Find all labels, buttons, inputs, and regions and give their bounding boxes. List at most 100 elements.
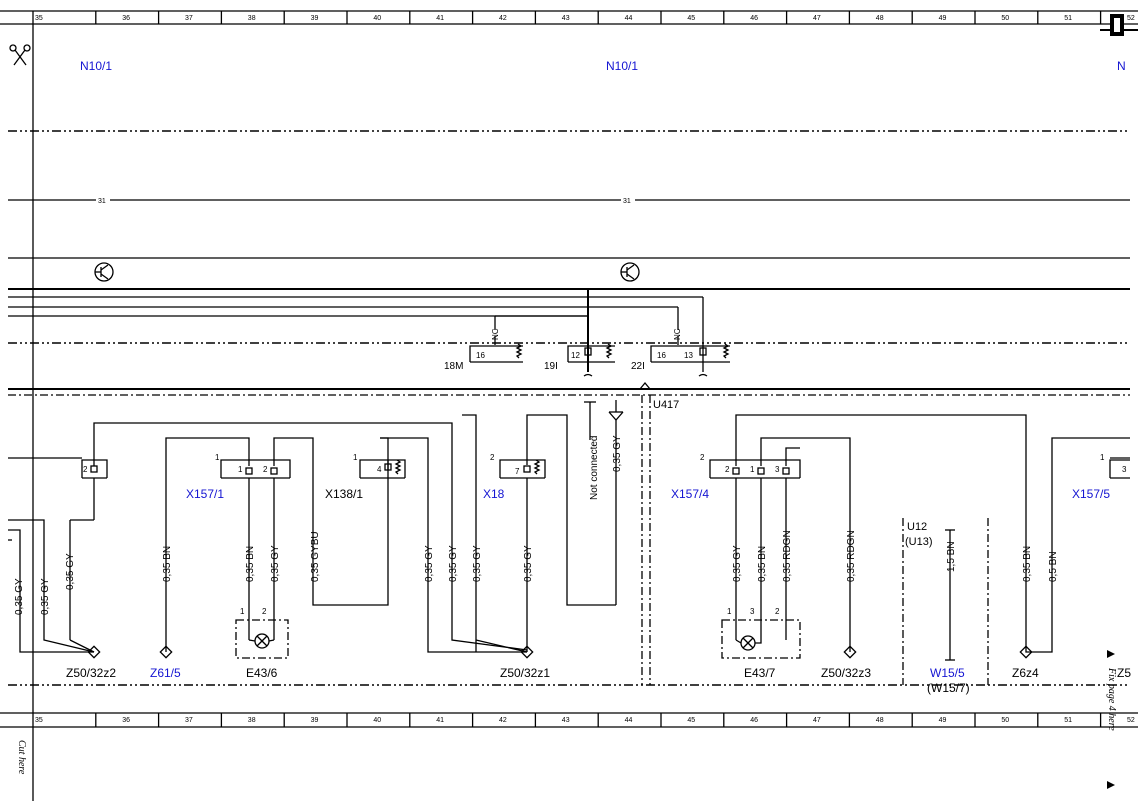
svg-text:1: 1 [240, 607, 245, 616]
x138-1-label: X138/1 [325, 487, 363, 501]
bottom-ruler-number: 39 [311, 717, 319, 724]
arrow-icon-right-top [1107, 650, 1115, 658]
e43-7-label: E43/7 [744, 666, 776, 680]
bottom-ruler-number: 41 [436, 717, 444, 724]
wire-label-bn-b: 0,35 BN [245, 546, 256, 582]
not-connected-stub: Not connected [584, 401, 600, 501]
nc-label-a: NC [491, 328, 500, 340]
top-ruler-number: 51 [1064, 15, 1072, 22]
bottom-ruler-number: 52 [1127, 717, 1135, 724]
w15-5-label: W15/5 [930, 666, 965, 680]
wire-label-bn05: 0,5 BN [1048, 551, 1059, 582]
n10-label-left: N10/1 [80, 59, 112, 73]
wire-label-bn-d: 0,35 BN [1022, 546, 1033, 582]
x18-label: X18 [483, 487, 505, 501]
wire-label-gybu: 0,35 GYBU [310, 531, 321, 582]
bottom-ruler-number: 46 [750, 717, 758, 724]
x138-1-connector: 4 1 [353, 453, 406, 479]
n10-label-mid: N10/1 [606, 59, 638, 73]
ecu-pin-12: 12 [571, 351, 580, 360]
wires-left [8, 414, 528, 653]
splice-z50-32z2 [87, 645, 101, 659]
x157-4-label: X157/4 [671, 487, 709, 501]
wire-label-rdgn-a: 0,35 RDGN [782, 530, 793, 582]
x18-connector: 7 2 [490, 453, 546, 479]
top-ruler-number: 46 [750, 15, 758, 22]
bottom-ruler-number: 43 [562, 717, 570, 724]
z61-5-label: Z61/5 [150, 666, 181, 680]
wire-label-bn15: 1,5 BN [946, 541, 957, 572]
top-ruler-number: 41 [436, 15, 444, 22]
bottom-ruler-number: 38 [248, 717, 256, 724]
u12-label: U12 [907, 521, 927, 533]
nc-label-b: NC [673, 328, 682, 340]
e43-6-label: E43/6 [246, 666, 278, 680]
svg-text:2: 2 [700, 453, 705, 462]
svg-text:2: 2 [263, 465, 268, 474]
ecu-pins: NC NC 16 12 16 13 18M 19I 22I [444, 289, 730, 377]
ecu-label-18m: 18M [444, 361, 463, 372]
wire-label-ground: 0,35 GY [612, 435, 623, 472]
top-ruler-number: 47 [813, 15, 821, 22]
ecu-pin-13: 13 [684, 351, 693, 360]
bottom-ruler-number: 42 [499, 717, 507, 724]
svg-text:1: 1 [727, 607, 732, 616]
svg-text:2: 2 [83, 465, 88, 474]
scissors-icon [9, 44, 31, 66]
bottom-ruler-number: 44 [625, 717, 633, 724]
bottom-ruler-number: 36 [122, 717, 130, 724]
e43-7-lamp: 1 3 2 [721, 607, 801, 659]
svg-text:2: 2 [775, 607, 780, 616]
x157-5-connector: 1 3 [1100, 453, 1130, 479]
ground-wire-31: 31 31 [8, 195, 1130, 205]
top-ruler-number: 37 [185, 15, 193, 22]
svg-text:3: 3 [775, 465, 780, 474]
e43-6-lamp: 1 2 [235, 607, 289, 659]
bottom-ruler-number: 47 [813, 717, 821, 724]
top-ruler-number: 49 [939, 15, 947, 22]
lamp-icon [254, 633, 270, 649]
bottom-ruler-number: 49 [939, 717, 947, 724]
svg-text:2: 2 [490, 453, 495, 462]
transistor-icon-left [94, 262, 114, 282]
splice-z50-32z3 [843, 645, 857, 659]
bus-lines [8, 288, 1130, 390]
z50-32z1-label: Z50/32z1 [500, 666, 550, 680]
n10-label-right: N [1117, 59, 1126, 73]
ecu-pin-16b: 16 [657, 351, 666, 360]
top-ruler-number: 35 [35, 15, 43, 22]
wire-31-label-b: 31 [623, 198, 631, 205]
top-ruler-number: 38 [248, 15, 256, 22]
wire-label-bn-c: 0,35 BN [757, 546, 768, 582]
u13-label: (U13) [905, 536, 933, 548]
wire-label-gy-b: 0,35 GY [40, 578, 51, 615]
svg-text:7: 7 [515, 467, 520, 476]
wire-label-bn-a: 0,35 BN [162, 546, 173, 582]
svg-text:Not connected: Not connected [589, 436, 600, 501]
ecu-label-22i: 22I [631, 361, 645, 372]
z50-32z2-label: Z50/32z2 [66, 666, 116, 680]
top-ruler-number: 45 [687, 15, 695, 22]
top-ruler-number: 48 [876, 15, 884, 22]
z5-label: Z5 [1117, 666, 1131, 680]
top-ruler-number: 40 [373, 15, 381, 22]
bottom-ruler-number: 50 [1001, 717, 1009, 724]
svg-text:1: 1 [215, 453, 220, 462]
wire-label-gy-i: 0,35 GY [732, 545, 743, 582]
bottom-ruler-number: 40 [373, 717, 381, 724]
caret-mark [639, 381, 651, 390]
ecu-label-19i: 19I [544, 361, 558, 372]
fix-page-label: Fix page 4 here [1106, 667, 1117, 731]
arrow-icon-right-bottom [1107, 781, 1115, 789]
x157-1-connector: 1 2 1 [215, 453, 291, 479]
svg-text:1: 1 [238, 465, 243, 474]
wire-label-gy-f: 0,35 GY [448, 545, 459, 582]
bottom-ruler-number: 35 [35, 717, 43, 724]
wire-label-gy-g: 0,35 GY [472, 545, 483, 582]
u417-label: U417 [653, 399, 679, 411]
top-ruler-number: 43 [562, 15, 570, 22]
bottom-ruler-number: 45 [687, 717, 695, 724]
